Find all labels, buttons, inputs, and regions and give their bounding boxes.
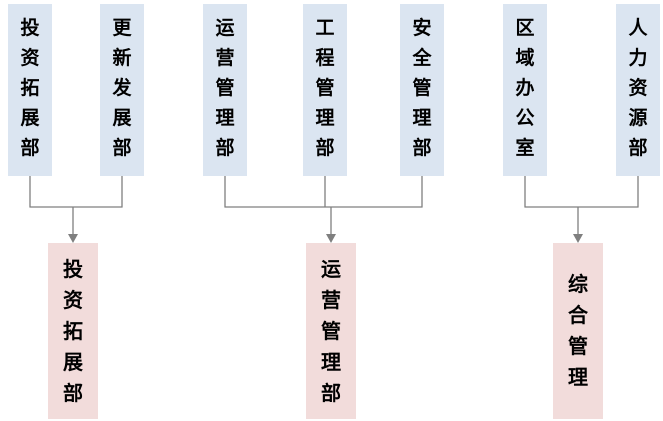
group-label: 综合管理 (568, 272, 588, 389)
dept-label: 运营管理部 (215, 17, 235, 159)
connector-group-investment (29, 176, 123, 235)
dept-label: 工程管理部 (315, 17, 335, 159)
arrowhead-down-icon (573, 234, 583, 243)
arrowhead-down-icon (326, 234, 336, 243)
dept-box-human-resources: 人力资源部 (616, 4, 660, 176)
group-label: 运营管理部 (321, 256, 341, 405)
group-label: 投资拓展部 (63, 256, 83, 405)
dept-box-regional-office: 区域办公室 (503, 4, 547, 176)
dept-label: 更新发展部 (112, 17, 132, 159)
dept-box-engineering-management: 工程管理部 (303, 4, 347, 176)
group-box-investment-expansion: 投资拓展部 (48, 243, 98, 419)
group-box-operations-management: 运营管理部 (306, 243, 356, 419)
dept-box-renewal-development: 更新发展部 (100, 4, 144, 176)
dept-label: 区域办公室 (515, 17, 535, 159)
dept-box-investment-expansion: 投资拓展部 (8, 4, 52, 176)
connector-group-operations (224, 176, 423, 235)
dept-label: 人力资源部 (628, 17, 648, 159)
dept-box-operations-management: 运营管理部 (203, 4, 247, 176)
group-box-general-management: 综合管理 (553, 243, 603, 419)
connector-group-general (524, 176, 639, 235)
dept-box-safety-management: 安全管理部 (400, 4, 444, 176)
dept-label: 投资拓展部 (20, 17, 40, 159)
arrowhead-down-icon (68, 234, 78, 243)
dept-label: 安全管理部 (412, 17, 432, 159)
